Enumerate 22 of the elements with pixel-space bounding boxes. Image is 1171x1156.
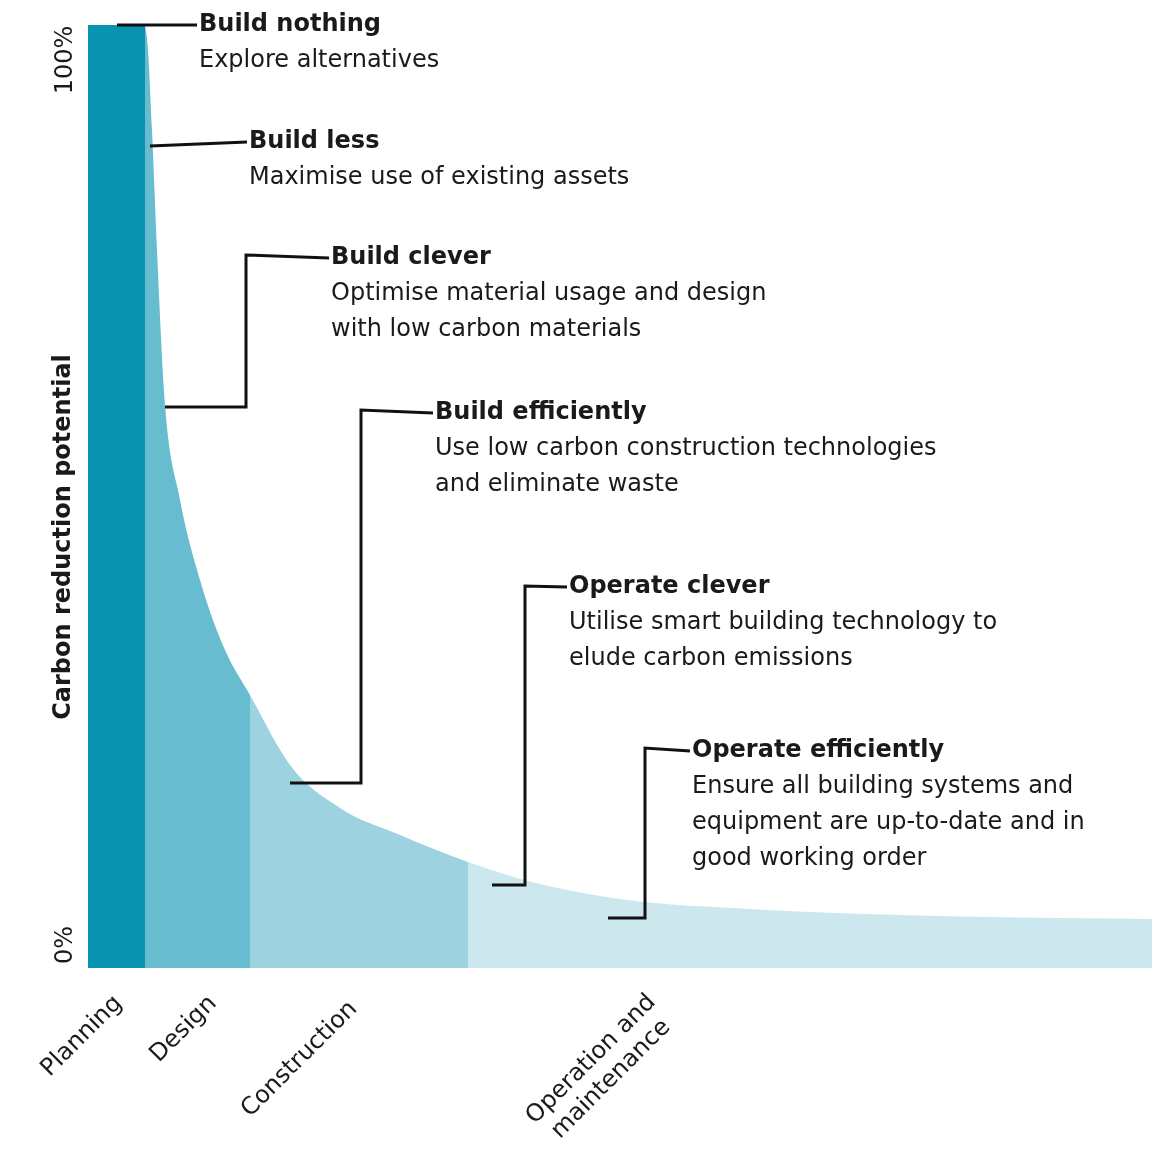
description: Ensure all building systems and equipment are up-to-date and in good working order — [692, 770, 1086, 873]
leader-line — [117, 23, 197, 27]
description: Optimise material usage and design with low carbon materials — [331, 277, 768, 344]
leader-line — [290, 408, 434, 785]
axis-title: Carbon reduction potential — [47, 354, 76, 720]
axis-tick-label: 0% — [50, 925, 79, 965]
description: Utilise smart building technology to elude carbon emissions — [569, 606, 999, 673]
heading: Build less — [249, 125, 380, 156]
leader-line — [149, 140, 248, 148]
leader-line — [492, 584, 568, 887]
description: Maximise use of existing assets — [249, 161, 631, 192]
planning-band — [88, 25, 145, 968]
heading: Operate efficiently — [692, 734, 945, 765]
leader-line — [165, 253, 330, 409]
heading: Build nothing — [199, 8, 381, 39]
description: Use low carbon construction technologies and eliminate waste — [435, 432, 938, 499]
description: Explore alternatives — [199, 44, 441, 75]
heading: Build efficiently — [435, 396, 647, 427]
axis-tick-label: 100% — [49, 25, 78, 95]
heading: Operate clever — [569, 570, 770, 601]
leader-line — [608, 746, 691, 920]
heading: Build clever — [331, 241, 491, 272]
